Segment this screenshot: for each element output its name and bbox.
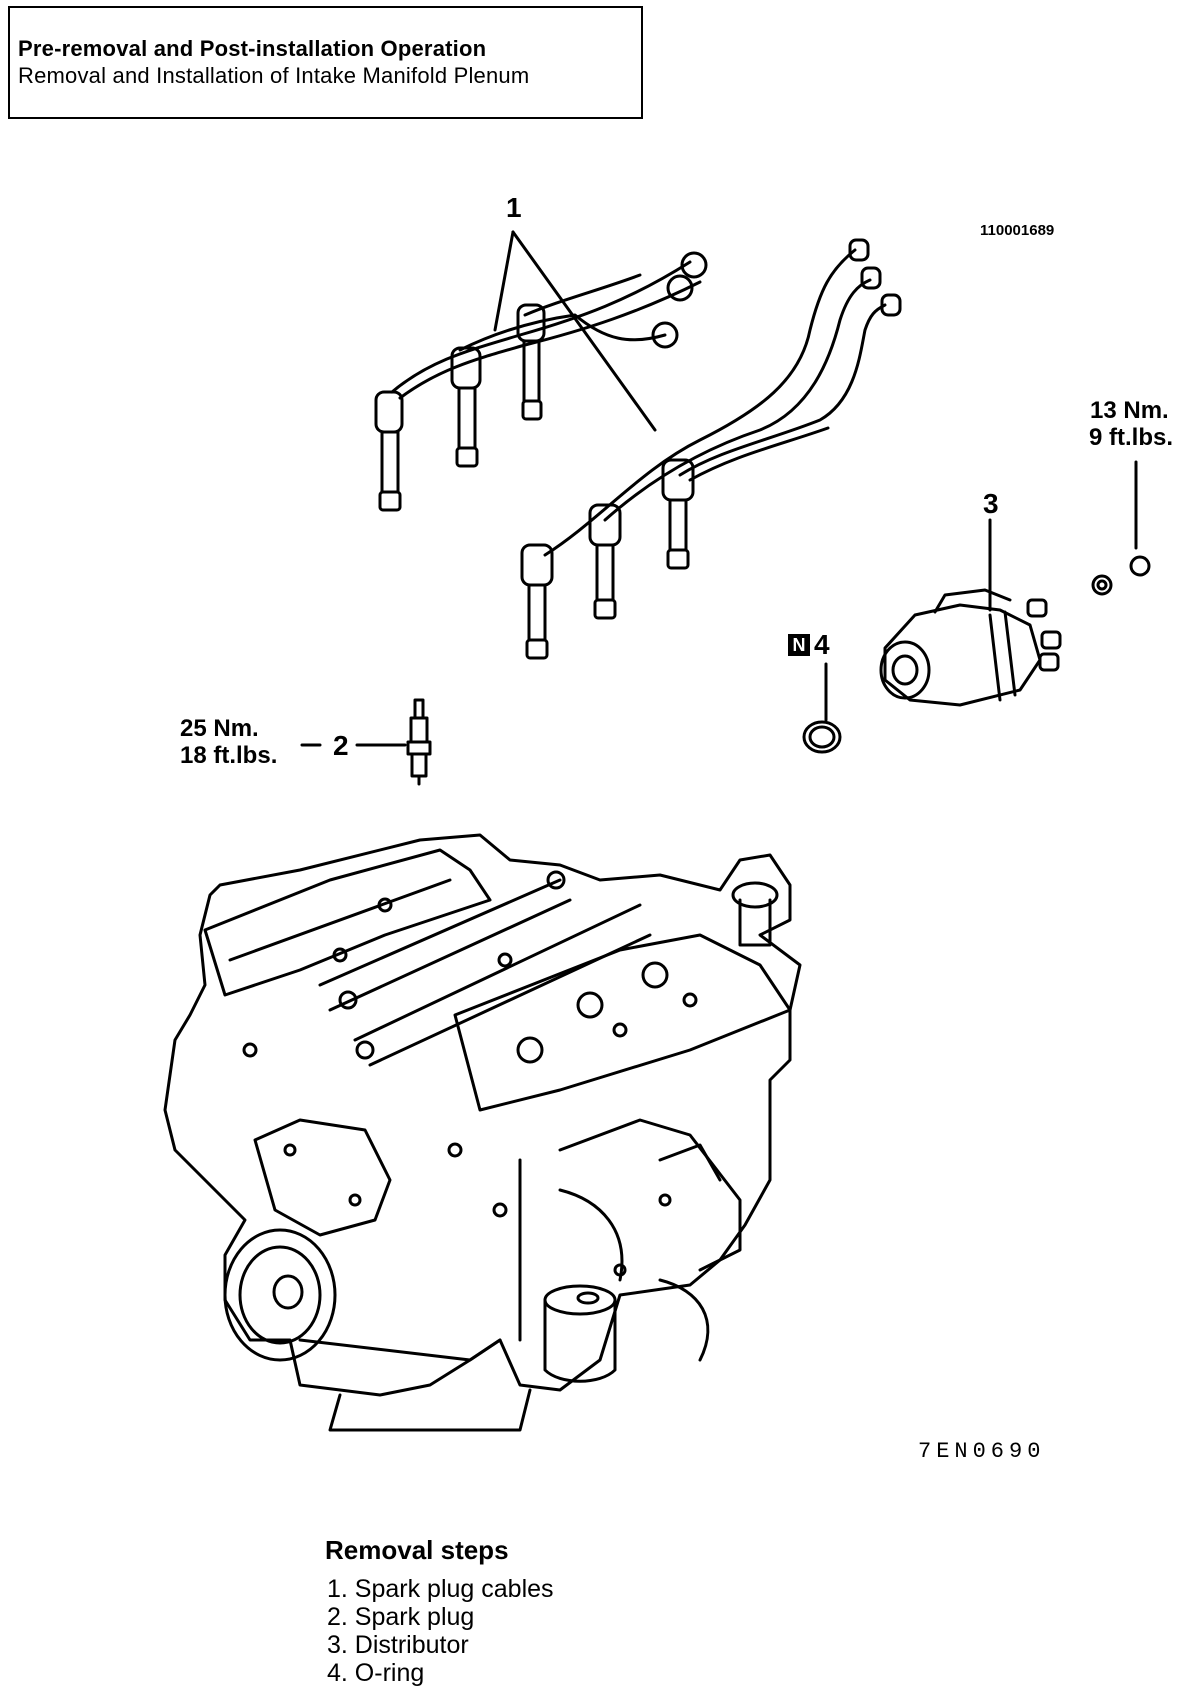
callout-3: 3 bbox=[983, 488, 999, 519]
plug-torque-ftlb: 18 ft.lbs. bbox=[180, 742, 278, 769]
removal-step: 3. Distributor bbox=[327, 1631, 469, 1659]
spark-plug bbox=[300, 698, 432, 786]
distributor bbox=[879, 518, 1062, 707]
removal-step: 2. Spark plug bbox=[327, 1603, 475, 1631]
figure-code-top: 110001689 bbox=[980, 222, 1055, 239]
title-line-1: Pre-removal and Post-installation Operat… bbox=[18, 36, 487, 61]
engine-assembly bbox=[163, 833, 802, 1432]
callout-2: 2 bbox=[333, 730, 349, 761]
new-part-badge: N bbox=[788, 634, 810, 656]
figure-code-bottom: 7EN0690 bbox=[918, 1439, 1046, 1464]
distributor-nut bbox=[1091, 460, 1151, 596]
callout-1-leaders bbox=[493, 230, 657, 432]
removal-step: 4. O-ring bbox=[327, 1659, 425, 1687]
plug-torque-nm: 25 Nm. bbox=[180, 715, 259, 742]
removal-steps-title: Removal steps bbox=[325, 1535, 509, 1565]
removal-steps-list: 1. Spark plug cables 2. Spark plug 3. Di… bbox=[327, 1575, 554, 1687]
title-line-2: Removal and Installation of Intake Manif… bbox=[18, 63, 530, 88]
callout-4: 4 bbox=[814, 629, 830, 660]
removal-step: 1. Spark plug cables bbox=[327, 1575, 554, 1603]
o-ring bbox=[802, 662, 842, 754]
nut-torque-ftlb: 9 ft.lbs. bbox=[1089, 424, 1174, 451]
spark-plug-cables-left bbox=[374, 251, 708, 512]
spark-plug-cables-right bbox=[520, 238, 902, 660]
callout-1: 1 bbox=[506, 192, 522, 223]
nut-torque-nm: 13 Nm. bbox=[1090, 397, 1169, 424]
title-box bbox=[8, 6, 643, 119]
